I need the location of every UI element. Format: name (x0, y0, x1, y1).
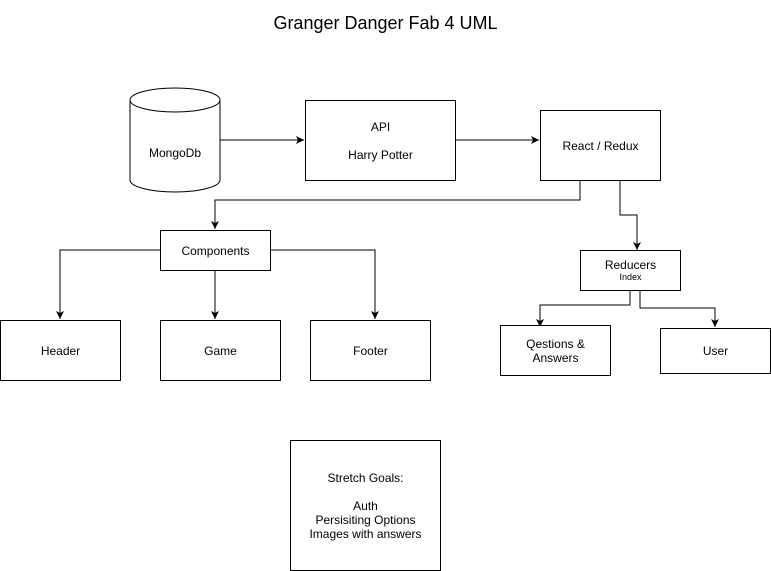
stretch-goals-node: Stretch Goals: Auth Persisiting Options … (290, 440, 441, 571)
stretch-goal-item: Auth (353, 498, 378, 513)
questions-answers-node: Qestions & Answers (500, 325, 611, 376)
stretch-goal-item: Persisiting Options (315, 512, 416, 527)
components-node: Components (160, 230, 271, 271)
footer-node: Footer (310, 320, 431, 381)
user-label: User (702, 344, 729, 358)
footer-label: Footer (353, 343, 388, 358)
mongodb-cylinder (129, 87, 221, 193)
questions-answers-line1: Qestions & (526, 336, 585, 351)
stretch-goal-item: Images with answers (309, 526, 422, 541)
game-label: Game (204, 343, 237, 358)
edge-reducers-user (639, 290, 719, 327)
mongodb-label: MongoDb (148, 146, 202, 160)
api-node: API Harry Potter (305, 100, 456, 181)
edge-react-reducers (619, 180, 641, 250)
user-node: User (660, 328, 771, 374)
reducers-sublabel: Index (619, 272, 642, 282)
edge-components-header (56, 249, 160, 319)
react-redux-label: React / Redux (562, 138, 639, 153)
game-node: Game (160, 320, 281, 381)
api-subtitle: Harry Potter (348, 147, 413, 162)
edge-reducers-questions (536, 290, 631, 327)
reducers-node: Reducers Index (580, 250, 681, 291)
header-node: Header (0, 320, 121, 381)
edge-react-components (211, 180, 581, 229)
components-label: Components (181, 243, 250, 258)
reducers-label: Reducers (604, 258, 657, 272)
header-label: Header (40, 343, 81, 358)
edge-components-footer (270, 249, 379, 319)
questions-answers-line2: Answers (532, 350, 579, 365)
diagram-title: Granger Danger Fab 4 UML (273, 13, 498, 33)
stretch-goals-heading: Stretch Goals: (327, 470, 404, 485)
api-title: API (370, 119, 391, 134)
react-redux-node: React / Redux (540, 110, 661, 181)
